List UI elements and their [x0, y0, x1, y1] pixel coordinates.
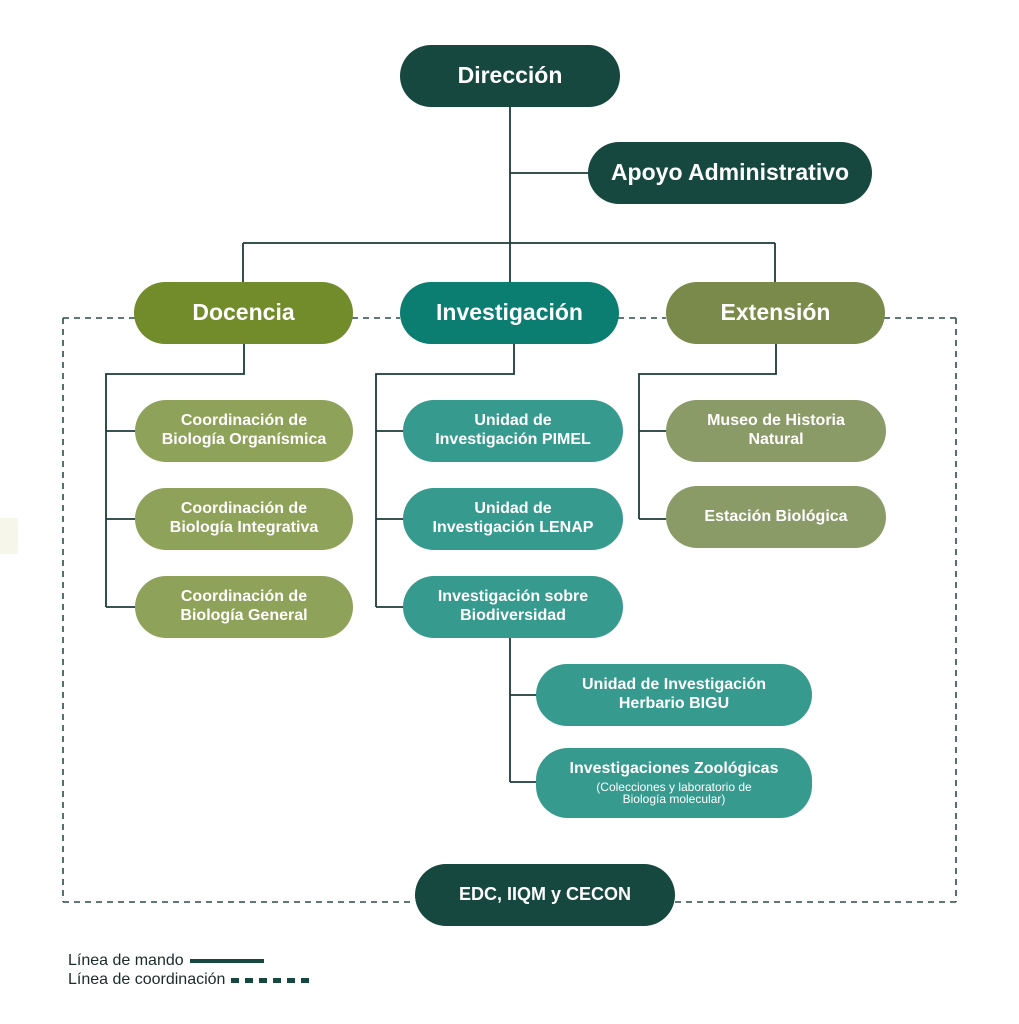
line-1: Coordinación de	[180, 412, 308, 430]
node-docencia: Docencia	[134, 282, 353, 344]
node-coordinacion-general: Coordinación de Biología General	[135, 576, 353, 638]
node-extension-label: Extensión	[720, 299, 831, 326]
background-panel-left	[0, 518, 18, 554]
legend-mando-label: Línea de mando	[68, 952, 184, 969]
line-2: Biología Organísmica	[161, 431, 327, 448]
sub-line-2: Biología molecular)	[622, 792, 726, 807]
legend-solid-line-swatch	[189, 959, 264, 963]
command-line-docencia-children	[105, 343, 245, 607]
node-investigacion: Investigación	[400, 282, 619, 344]
line-2: Investigación LENAP	[432, 519, 594, 536]
line-1: Unidad de	[474, 412, 552, 430]
node-direccion: Dirección	[400, 45, 620, 107]
legend-mando: Línea de mando	[68, 952, 264, 970]
node-edc-iiqm-cecon: EDC, IIQM y CECON	[415, 864, 675, 926]
node-unidad-pimel: Unidad de Investigación PIMEL	[403, 400, 623, 462]
node-investigacion-biodiversidad: Investigación sobre Biodiversidad	[403, 576, 623, 638]
node-apoyo-administrativo: Apoyo Administrativo	[588, 142, 872, 204]
node-extension: Extensión	[666, 282, 885, 344]
node-coordinacion-organismica: Coordinación de Biología Organísmica	[135, 400, 353, 462]
command-line-extension-children	[638, 343, 777, 519]
line-1: Estación Biológica	[704, 507, 848, 525]
legend-dashed-line-swatch	[231, 977, 312, 983]
node-apoyo-label: Apoyo Administrativo	[610, 159, 850, 186]
line-1: Coordinación de	[180, 500, 308, 518]
line-1: Unidad de	[474, 500, 552, 518]
coordination-lines	[62, 317, 957, 903]
command-line-investigacion-children	[375, 343, 515, 607]
node-investigacion-label: Investigación	[436, 299, 583, 326]
node-herbario-bigu: Unidad de Investigación Herbario BIGU	[536, 664, 812, 726]
line-1: Coordinación de	[180, 588, 308, 606]
line-1: Unidad de Investigación	[581, 676, 767, 694]
node-docencia-label: Docencia	[192, 299, 295, 326]
command-lines	[105, 106, 777, 783]
node-unidad-lenap: Unidad de Investigación LENAP	[403, 488, 623, 550]
node-edc-label: EDC, IIQM y CECON	[458, 884, 632, 905]
line-2: Biología Integrativa	[169, 519, 319, 536]
line-2: Herbario BIGU	[618, 695, 730, 712]
line-2: Biología General	[180, 607, 308, 624]
node-investigaciones-zoologicas: Investigaciones Zoológicas (Colecciones …	[536, 748, 812, 818]
node-estacion-biologica: Estación Biológica	[666, 486, 886, 548]
line-2: Biodiversidad	[460, 607, 566, 624]
line-1: Museo de Historia	[707, 412, 845, 430]
node-coordinacion-integrativa: Coordinación de Biología Integrativa	[135, 488, 353, 550]
line-2: Natural	[748, 431, 804, 448]
node-direccion-label: Dirección	[457, 62, 563, 89]
line-1: Investigación sobre	[437, 588, 589, 606]
sub-line-1: (Colecciones y laboratorio de	[596, 779, 752, 794]
legend-coordinacion-label: Línea de coordinación	[68, 971, 226, 988]
line-1: Investigaciones Zoológicas	[569, 759, 779, 777]
node-museo-historia-natural: Museo de Historia Natural	[666, 400, 886, 462]
line-2: Investigación PIMEL	[435, 431, 591, 448]
legend-coordinacion: Línea de coordinación	[68, 971, 312, 989]
